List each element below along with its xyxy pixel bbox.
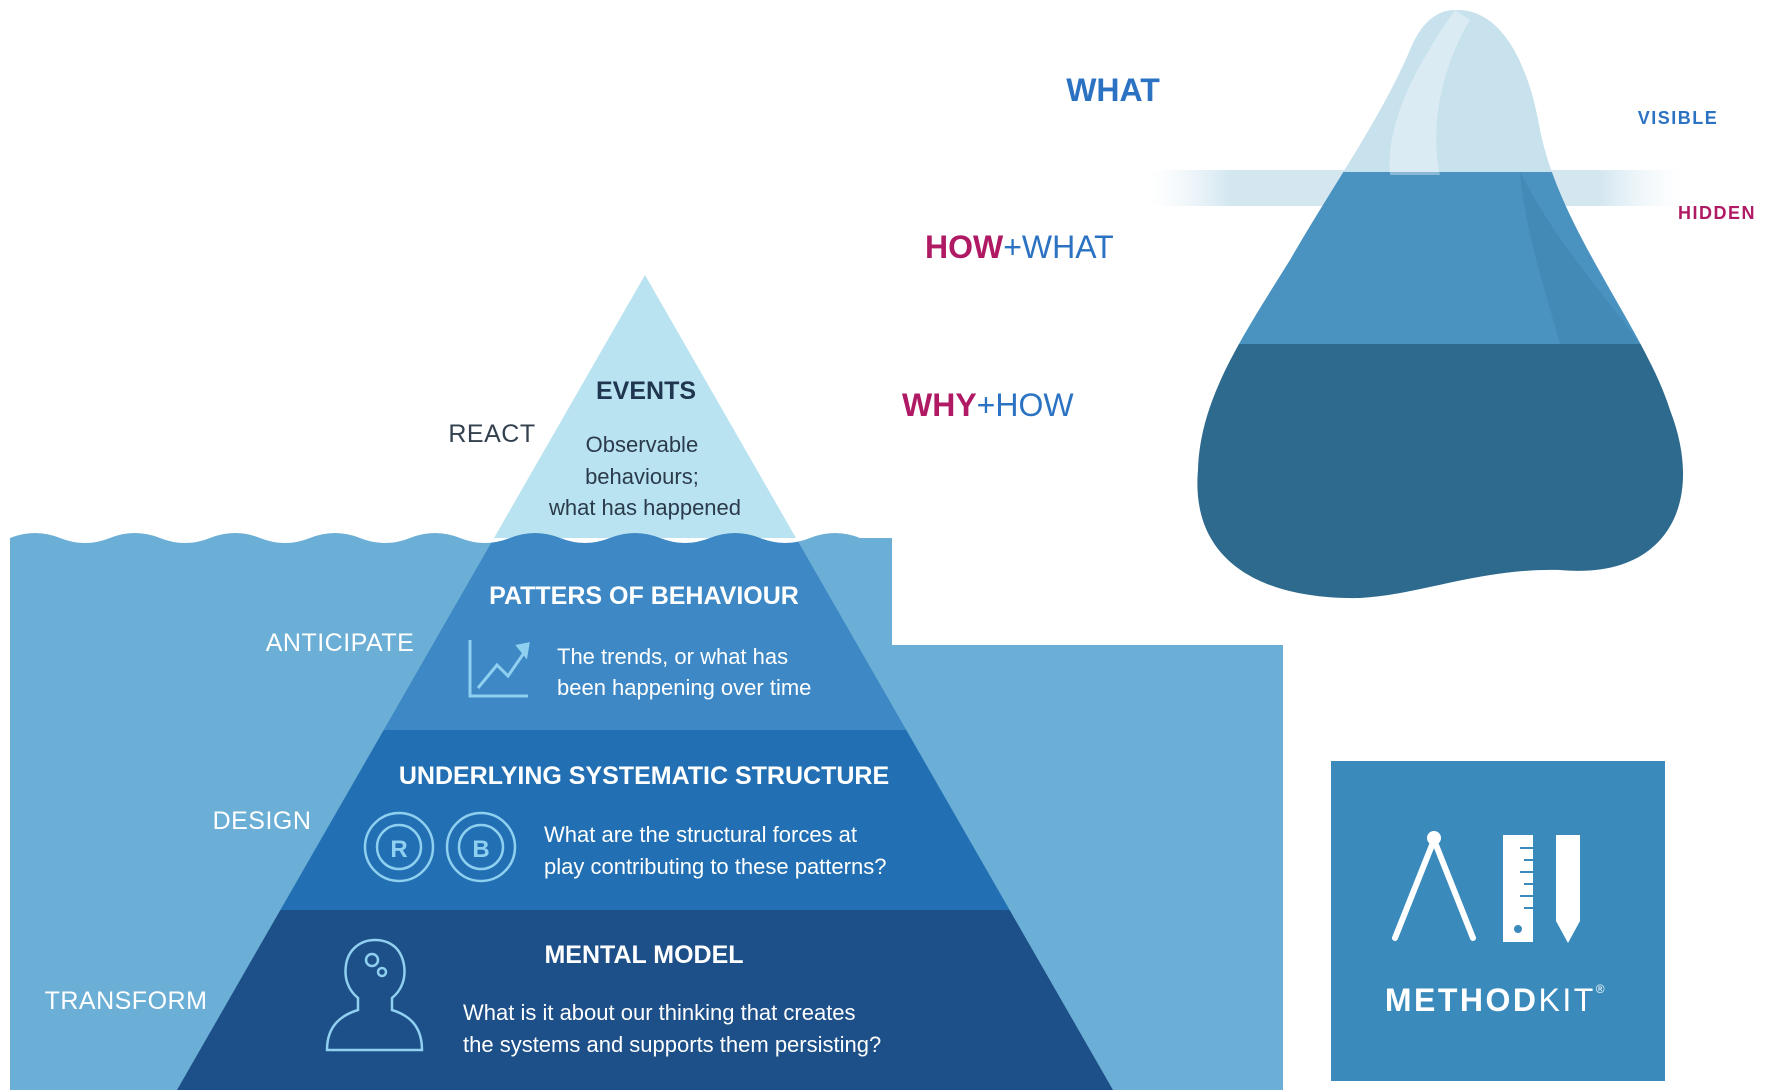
question-what: WHAT <box>1066 72 1160 108</box>
loop-label-balancing: B <box>472 836 489 863</box>
iceberg-shade <box>1520 172 1640 344</box>
layer-title-patterns: PATTERS OF BEHAVIOUR <box>489 582 799 610</box>
pyramid-layer-mental-model <box>177 910 1113 1090</box>
layer-desc-mental-model: What is it about our thinking that creat… <box>463 1000 881 1057</box>
methodkit-logo: METHODKIT® <box>1331 761 1665 1081</box>
layer-title-mental-model: MENTAL MODEL <box>544 941 743 969</box>
layer-desc-structure: What are the structural forces at play c… <box>544 822 886 879</box>
logo-wordmark: METHODKIT® <box>1385 982 1607 1018</box>
mode-label-transform: TRANSFORM <box>45 987 208 1015</box>
layer-desc-patterns: The trends, or what has been happening o… <box>557 644 811 700</box>
ruler-icon <box>1503 835 1533 942</box>
compass-icon <box>1392 831 1476 941</box>
mode-label-anticipate: ANTICIPATE <box>266 629 415 657</box>
layer-title-events: EVENTS <box>596 377 696 405</box>
layer-desc-events: Observable behaviours; what has happened <box>548 432 741 520</box>
question-why-how: WHY+HOW <box>902 387 1074 423</box>
mode-label-react: REACT <box>448 420 535 448</box>
iceberg-hidden-deep <box>1197 344 1684 599</box>
iceberg-highlight <box>1389 10 1470 175</box>
label-visible: VISIBLE <box>1638 108 1719 128</box>
head-gears-icon <box>325 938 424 1052</box>
mode-label-design: DESIGN <box>213 807 312 835</box>
pencil-icon <box>1556 835 1580 943</box>
logo-background <box>1331 761 1665 1081</box>
iceberg-illustration <box>1150 9 1684 599</box>
layer-title-structure: UNDERLYING SYSTEMATIC STRUCTURE <box>399 762 889 790</box>
label-hidden: HIDDEN <box>1678 203 1756 223</box>
question-how-what: HOW+WHAT <box>925 229 1114 265</box>
loop-label-reinforcing: R <box>390 836 407 863</box>
feedback-loops-icon <box>363 811 517 883</box>
trend-chart-icon <box>468 640 530 698</box>
